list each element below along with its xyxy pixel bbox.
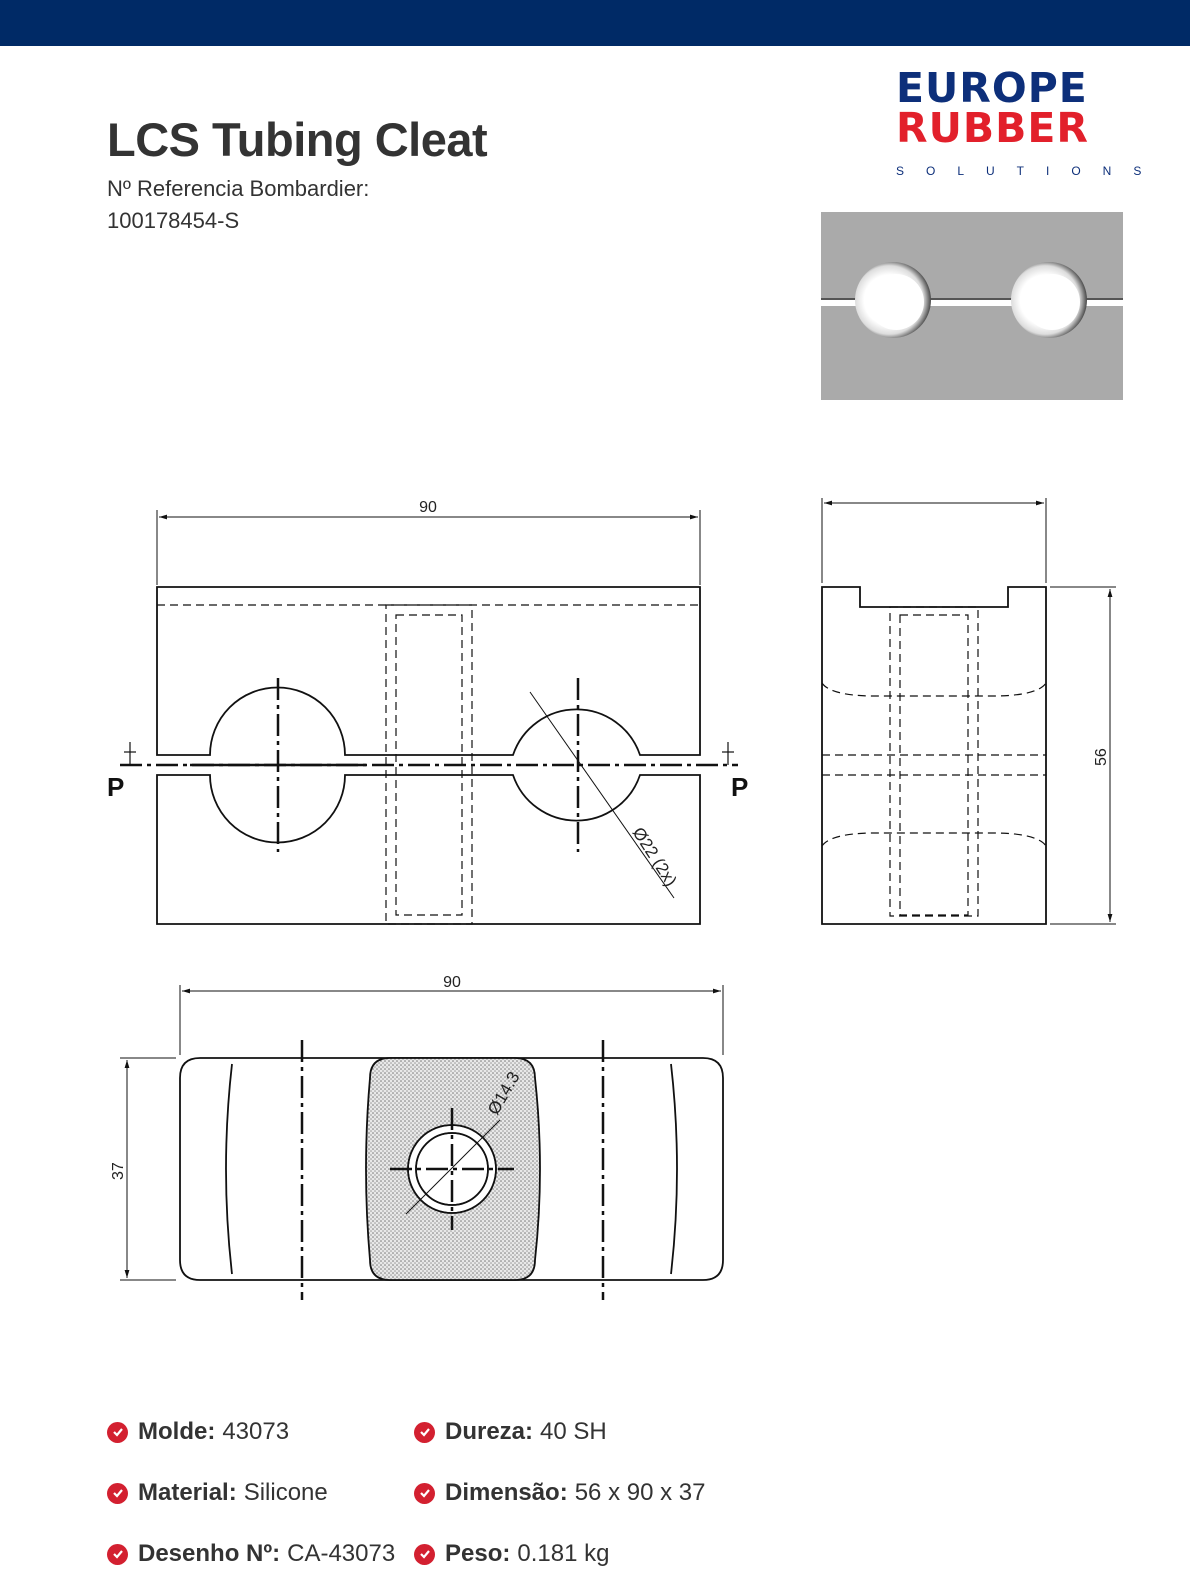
- logo-line-europe: EUROPE: [896, 64, 1088, 112]
- check-icon: [107, 1543, 128, 1565]
- section-label-right: P: [731, 772, 748, 802]
- spec-dimensao: Dimensão: 56 x 90 x 37: [414, 1479, 705, 1507]
- reference-value: 100178454-S: [107, 208, 240, 233]
- reference-label: Nº Referencia Bombardier:: [107, 176, 370, 201]
- spec-key: Dimensão:: [445, 1479, 568, 1506]
- bottom-width-dimension: 90: [443, 974, 461, 991]
- check-icon: [107, 1421, 128, 1443]
- spec-key: Peso:: [445, 1540, 511, 1567]
- hole-diameter-label: Ø22 (2x): [629, 824, 681, 890]
- front-width-dimension: 90: [419, 499, 437, 516]
- side-view: [821, 498, 1116, 925]
- spec-dureza: Dureza: 40 SH: [414, 1418, 607, 1446]
- side-height-dimension: 56: [1093, 748, 1110, 766]
- logo-line-solutions: SOLUTIONS: [896, 164, 1164, 178]
- spec-molde: Molde: 43073: [107, 1418, 289, 1446]
- europe-rubber-logo: EUROPE RUBBER SOLUTIONS: [896, 68, 1166, 183]
- spec-value: 56 x 90 x 37: [574, 1479, 706, 1506]
- front-view: [120, 510, 738, 925]
- check-icon: [414, 1482, 435, 1504]
- spec-material: Material: Silicone: [107, 1479, 328, 1507]
- spec-value: CA-43073: [287, 1540, 396, 1567]
- spec-value: Silicone: [243, 1479, 328, 1506]
- check-icon: [414, 1543, 435, 1565]
- product-render-image: [821, 212, 1123, 400]
- spec-key: Dureza:: [445, 1418, 534, 1445]
- spec-key: Molde:: [138, 1418, 216, 1445]
- check-icon: [107, 1482, 128, 1504]
- page-title: LCS Tubing Cleat: [107, 113, 488, 166]
- spec-key: Desenho Nº:: [138, 1540, 281, 1567]
- spec-desenho: Desenho Nº: CA-43073: [107, 1540, 395, 1568]
- section-label-left: P: [107, 772, 124, 802]
- spec-peso: Peso: 0.181 kg: [414, 1540, 609, 1568]
- top-banner: [0, 0, 1190, 46]
- spec-value: 40 SH: [540, 1418, 607, 1445]
- bottom-view: [120, 985, 724, 1300]
- bottom-height-dimension: 37: [110, 1162, 127, 1180]
- technical-drawing: 90 Ø22 (2x) P P 56: [107, 498, 1116, 1300]
- logo-line-rubber: RUBBER: [896, 104, 1089, 152]
- check-icon: [414, 1421, 435, 1443]
- spec-value: 43073: [222, 1418, 290, 1445]
- spec-value: 0.181 kg: [517, 1540, 610, 1567]
- spec-key: Material:: [138, 1479, 237, 1506]
